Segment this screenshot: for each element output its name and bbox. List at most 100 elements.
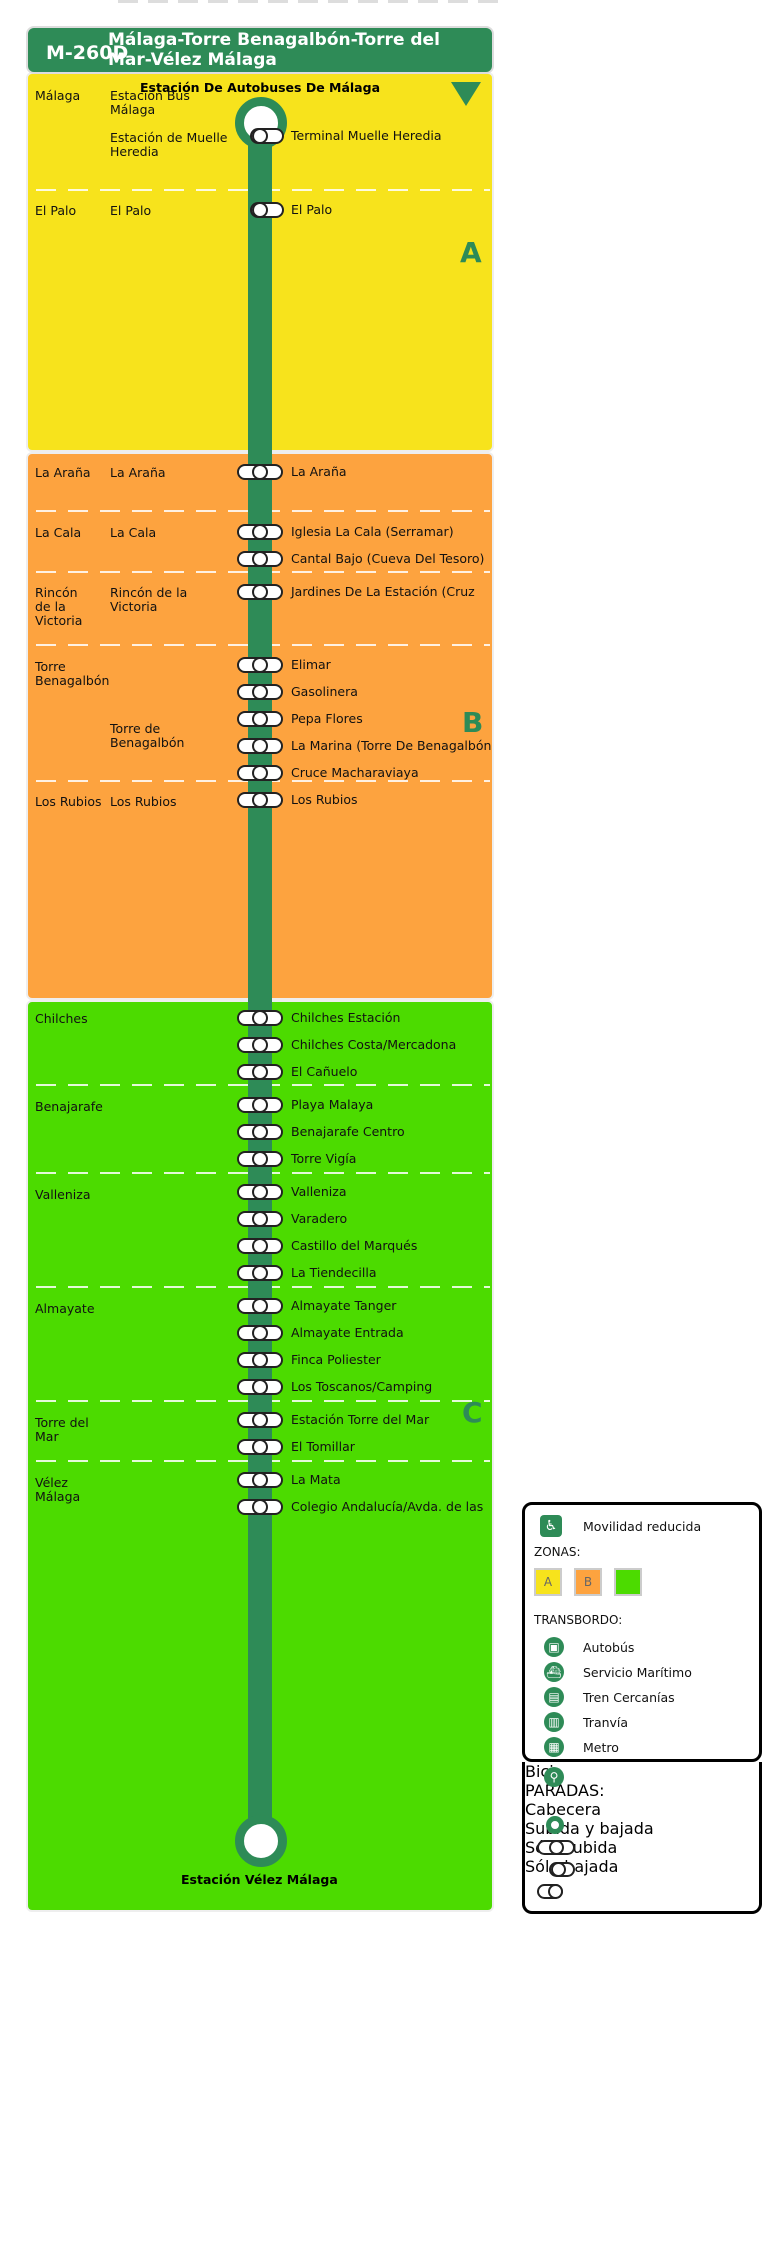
municipality-label: Los Rubios	[35, 794, 102, 809]
legend-panel: ♿ Movilidad reducida ZONAS: A B TRANSBOR…	[522, 1502, 762, 1762]
legend-transfer-heading: TRANSBORDO:	[534, 1613, 623, 1627]
stop-marker[interactable]	[237, 1184, 283, 1200]
locality-label: Rincón de la Victoria	[110, 585, 188, 614]
stop-marker[interactable]	[237, 792, 283, 808]
stop-marker[interactable]	[237, 1472, 283, 1488]
stop-marker[interactable]	[237, 1010, 283, 1026]
stop-name[interactable]: Finca Poliester	[291, 1352, 381, 1367]
bike-icon: ⚲	[544, 1767, 564, 1787]
legend-transfer-item: Metro	[583, 1740, 619, 1755]
stop-name[interactable]: Cantal Bajo (Cueva Del Tesoro)	[291, 551, 485, 566]
terminus-end-marker	[235, 1815, 287, 1867]
locality-label: Torre de Benagalbón	[110, 721, 185, 750]
locality-label: La Araña	[110, 465, 166, 480]
legend-panel-lower: ⚲ Bici PARADAS: Cabecera Subida y bajada…	[522, 1762, 762, 1914]
stop-marker-down[interactable]	[250, 202, 284, 218]
stop-marker[interactable]	[237, 1037, 283, 1053]
legend-transfer-item: Tren Cercanías	[583, 1690, 675, 1705]
stop-marker-down[interactable]	[250, 128, 284, 144]
stop-name[interactable]: El Palo	[291, 202, 333, 217]
legend-both-marker	[537, 1840, 575, 1855]
stop-name[interactable]: El Tomillar	[291, 1439, 355, 1454]
stop-marker[interactable]	[237, 1097, 283, 1113]
stop-name[interactable]: Cruce Macharaviaya	[291, 765, 419, 780]
legend-cabecera-marker	[546, 1816, 564, 1834]
stop-name[interactable]: La Marina (Torre De Benagalbón	[291, 738, 492, 753]
stop-marker[interactable]	[237, 1265, 283, 1281]
stop-name[interactable]: Pepa Flores	[291, 711, 363, 726]
stop-marker[interactable]	[237, 1064, 283, 1080]
stop-marker[interactable]	[237, 1124, 283, 1140]
stop-name[interactable]: Los Toscanos/Camping	[291, 1379, 433, 1394]
zone-a-letter: A	[460, 236, 482, 269]
stop-marker[interactable]	[237, 1412, 283, 1428]
stop-name[interactable]: Torre Vigía	[291, 1151, 357, 1166]
stop-name[interactable]: La Mata	[291, 1472, 341, 1487]
route-header: M-260D Málaga-Torre Benagalbón-Torre del…	[26, 26, 494, 74]
locality-label: Estación Bus Málaga	[110, 88, 190, 117]
municipality-label: Benajarafe	[35, 1099, 103, 1114]
stop-name[interactable]: Colegio Andalucía/Avda. de las	[291, 1499, 484, 1514]
stop-marker[interactable]	[237, 1499, 283, 1515]
stop-name[interactable]: Castillo del Marqués	[291, 1238, 418, 1253]
stop-name[interactable]: Benajarafe Centro	[291, 1124, 405, 1139]
stop-name[interactable]: Jardines De La Estación (Cruz	[291, 584, 475, 599]
stop-name[interactable]: Iglesia La Cala (Serramar)	[291, 524, 454, 539]
municipality-label: Torre Benagalbón	[35, 659, 110, 688]
stop-marker[interactable]	[237, 738, 283, 754]
legend-accessibility: Movilidad reducida	[583, 1519, 702, 1534]
stop-name[interactable]: Valleniza	[291, 1184, 347, 1199]
stop-marker[interactable]	[237, 1151, 283, 1167]
stop-name[interactable]: Varadero	[291, 1211, 348, 1226]
stop-marker[interactable]	[237, 684, 283, 700]
locality-label: El Palo	[110, 203, 152, 218]
stop-marker[interactable]	[237, 464, 283, 480]
route-title: Málaga-Torre Benagalbón-Torre del Mar-Vé…	[108, 30, 440, 70]
stop-name[interactable]: La Tiendecilla	[291, 1265, 377, 1280]
terminus-end-label: Estación Vélez Málaga	[181, 1872, 338, 1887]
stop-marker[interactable]	[237, 584, 283, 600]
stop-name[interactable]: Almayate Entrada	[291, 1325, 404, 1340]
stop-marker[interactable]	[237, 765, 283, 781]
stop-marker[interactable]	[237, 1379, 283, 1395]
stop-marker[interactable]	[237, 1352, 283, 1368]
legend-stop-type: Cabecera	[525, 1800, 601, 1819]
legend-up-marker	[549, 1862, 575, 1877]
stop-name[interactable]: Terminal Muelle Heredia	[291, 128, 442, 143]
municipality-label: Valleniza	[35, 1187, 91, 1202]
stop-marker[interactable]	[237, 1325, 283, 1341]
train-icon: ▤	[544, 1687, 564, 1707]
stop-name[interactable]: Elimar	[291, 657, 331, 672]
ferry-icon: ⛴	[544, 1662, 564, 1682]
municipality-label: Almayate	[35, 1301, 95, 1316]
legend-transfer-item: Autobús	[583, 1640, 635, 1655]
stop-marker[interactable]	[237, 1298, 283, 1314]
stop-name[interactable]: La Araña	[291, 464, 347, 479]
municipality-label: Chilches	[35, 1011, 88, 1026]
municipality-label: Torre del Mar	[35, 1415, 89, 1444]
legend-transfer-item: Tranvía	[583, 1715, 629, 1730]
stop-name[interactable]: Los Rubios	[291, 792, 358, 807]
municipality-label: Málaga	[35, 88, 81, 103]
stop-name[interactable]: Gasolinera	[291, 684, 358, 699]
stop-marker[interactable]	[237, 1439, 283, 1455]
stop-name[interactable]: Chilches Estación	[291, 1010, 401, 1025]
stop-name[interactable]: Almayate Tanger	[291, 1298, 397, 1313]
municipality-label: Rincón de la Victoria	[35, 585, 83, 628]
zone-c-letter: C	[462, 1396, 483, 1429]
locality-label: Los Rubios	[110, 794, 177, 809]
stop-marker[interactable]	[237, 551, 283, 567]
stop-name[interactable]: Playa Malaya	[291, 1097, 374, 1112]
legend-down-marker	[537, 1884, 563, 1899]
stop-marker[interactable]	[237, 524, 283, 540]
stop-marker[interactable]	[237, 657, 283, 673]
terminus-start-label: Estación De Autobuses De Málaga	[140, 80, 381, 95]
legend-zone-c-swatch	[614, 1568, 642, 1596]
legend-zone-a-swatch: A	[534, 1568, 562, 1596]
stop-marker[interactable]	[237, 711, 283, 727]
stop-name[interactable]: Estación Torre del Mar	[291, 1412, 430, 1427]
stop-name[interactable]: Chilches Costa/Mercadona	[291, 1037, 457, 1052]
stop-marker[interactable]	[237, 1211, 283, 1227]
stop-marker[interactable]	[237, 1238, 283, 1254]
stop-name[interactable]: El Cañuelo	[291, 1064, 358, 1079]
